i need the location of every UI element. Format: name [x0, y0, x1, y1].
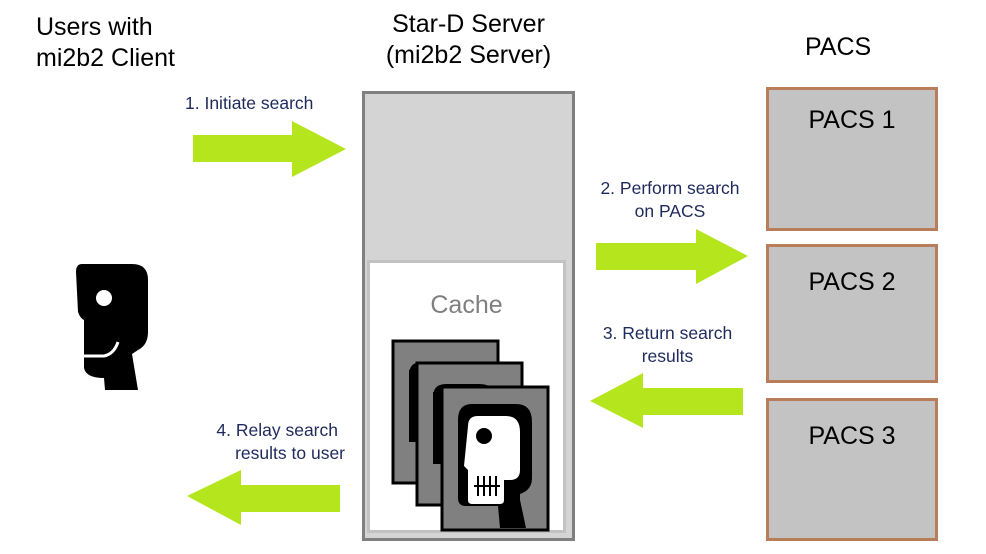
step-4-arrow [187, 470, 340, 525]
step-1-label: 1. Initiate search [185, 92, 313, 115]
step-2-label: 2. Perform search on PACS [580, 177, 760, 223]
users-heading-line-1: Users with [36, 13, 153, 41]
pacs-node-3: PACS 3 [766, 398, 938, 541]
xray-skull-film-icon [391, 339, 550, 532]
pacs-heading: PACS [805, 33, 872, 61]
step-3-label: 3. Return search results [580, 322, 755, 368]
server-heading-line-1: Star-D Server [392, 10, 545, 38]
step-2-arrow [596, 229, 748, 284]
step-3-line-1: 3. Return search [602, 323, 733, 343]
user-head-icon [76, 264, 148, 390]
skull-teeth [474, 476, 500, 496]
pacs-node-label: PACS 1 [808, 106, 896, 134]
pacs-node-2: PACS 2 [766, 244, 938, 383]
server-heading-line-2: (mi2b2 Server) [385, 41, 552, 69]
users-heading: Users with mi2b2 Client [36, 12, 175, 74]
pacs-node-label: PACS 2 [808, 268, 896, 296]
pacs-node-1: PACS 1 [766, 87, 938, 231]
step-3-line-2: results [641, 346, 694, 366]
step-3-arrow [590, 373, 743, 428]
film-card-3 [440, 385, 550, 532]
server-heading: Star-D Server (mi2b2 Server) [362, 9, 575, 71]
step-4-line-1: 4. Relay search [216, 420, 338, 440]
step-4-line-2: results to user [235, 443, 345, 463]
step-1-arrow [193, 121, 346, 177]
step-2-line-2: on PACS [634, 201, 706, 221]
pacs-node-label: PACS 3 [808, 422, 896, 450]
step-2-line-1: 2. Perform search [600, 178, 740, 198]
users-heading-line-2: mi2b2 Client [36, 44, 175, 72]
step-1-line-1: 1. Initiate search [185, 93, 314, 113]
step-4-label: 4. Relay search results to user [185, 419, 345, 465]
cache-label: Cache [430, 291, 503, 319]
